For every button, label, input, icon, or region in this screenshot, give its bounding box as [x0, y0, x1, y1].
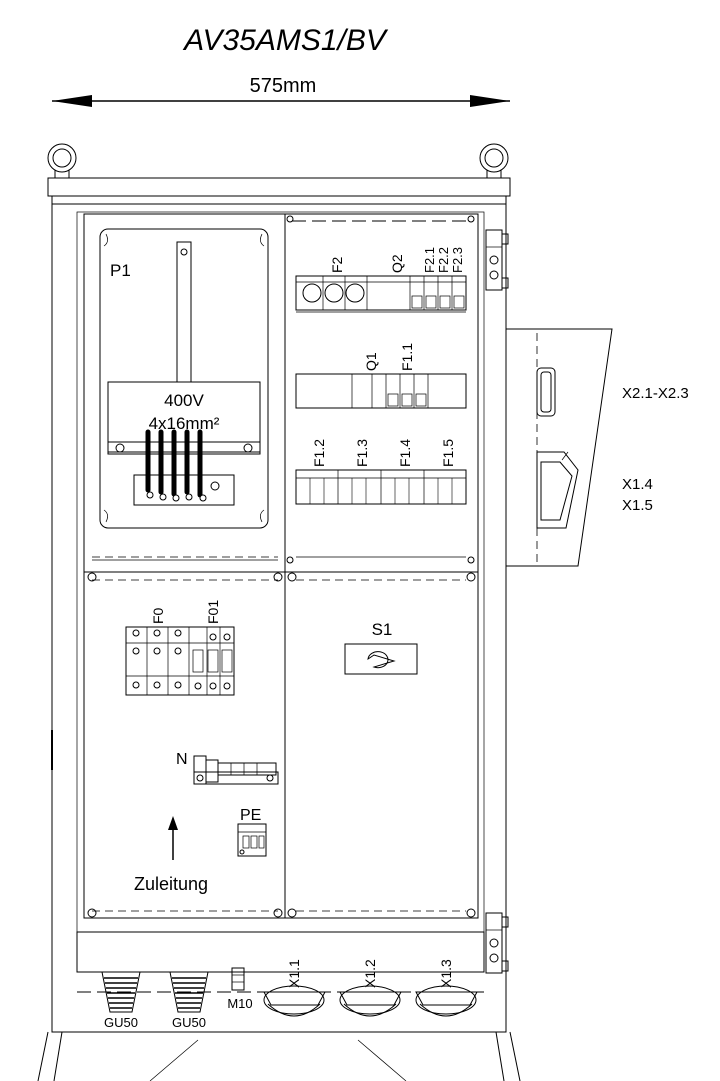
breaker-label-f1-5: F1.5 [440, 439, 456, 467]
socket-x1-1 [263, 985, 326, 1017]
socket-label-x1-3: X1.3 [438, 959, 454, 988]
neutral-label: N [176, 751, 188, 768]
cable-gland-left [101, 971, 141, 1013]
breaker-row-bottom [295, 469, 467, 505]
gland-label-left: GU50 [104, 1015, 138, 1030]
supply-label: Zuleitung [134, 874, 208, 894]
breaker-label-f1-4: F1.4 [397, 439, 413, 467]
supply-compartment [83, 571, 286, 919]
switch-compartment [284, 571, 479, 919]
hinge-bottom [485, 912, 509, 974]
breaker-row-top [295, 275, 467, 311]
socket-label-x1-1: X1.1 [286, 959, 302, 988]
cable-gland-right [169, 971, 209, 1013]
breaker-row-middle [295, 373, 467, 409]
width-dimension-arrow [52, 95, 510, 107]
width-dimension-label: 575mm [250, 75, 317, 97]
breaker-label-f1-3: F1.3 [354, 439, 370, 467]
breaker-label-q1: Q1 [363, 352, 379, 371]
breaker-label-f2-1: F2.1 [422, 247, 437, 273]
side-outlet-housing [506, 328, 613, 567]
side-outlet-lower-label-1: X1.4 [622, 476, 653, 493]
switch-label: S1 [372, 620, 393, 639]
breaker-label-f2: F2 [329, 256, 345, 273]
drawing-title: AV35AMS1/BV [182, 24, 389, 57]
meter-board: P1 400V 4x16mm² [99, 228, 269, 529]
bolt-label: M10 [227, 996, 252, 1011]
meter-cable-label: 4x16mm² [149, 414, 220, 433]
socket-label-x1-2: X1.2 [362, 959, 378, 988]
side-outlet-lower-label-2: X1.5 [622, 497, 653, 514]
fuse-block [125, 626, 235, 696]
breaker-label-f2-3: F2.3 [450, 247, 465, 273]
cabinet-legs [37, 1031, 521, 1081]
side-outlet-upper-label: X2.1-X2.3 [622, 385, 689, 402]
fuse-label-f0: F0 [150, 607, 166, 624]
cabinet-body [51, 203, 507, 1033]
earth-bolt [231, 967, 245, 991]
socket-x1-2 [339, 985, 402, 1017]
breaker-label-f2-2: F2.2 [436, 247, 451, 273]
lifting-eye-right [479, 143, 509, 178]
main-switch [344, 643, 418, 675]
meter-board-label: P1 [110, 261, 131, 280]
supply-arrow [168, 816, 178, 860]
earth-terminal [237, 823, 267, 857]
cabinet-roof [47, 177, 511, 197]
breaker-label-q2: Q2 [389, 254, 405, 273]
fuse-label-f01: F01 [205, 600, 221, 624]
gland-label-right: GU50 [172, 1015, 206, 1030]
breaker-label-f1-2: F1.2 [311, 439, 327, 467]
breaker-label-f1-1: F1.1 [399, 343, 415, 371]
socket-x1-3 [415, 985, 478, 1017]
earth-label: PE [240, 807, 261, 824]
hinge-top [485, 229, 509, 291]
meter-voltage-label: 400V [164, 391, 204, 410]
lifting-eye-left [47, 143, 77, 178]
neutral-terminal [193, 755, 279, 785]
